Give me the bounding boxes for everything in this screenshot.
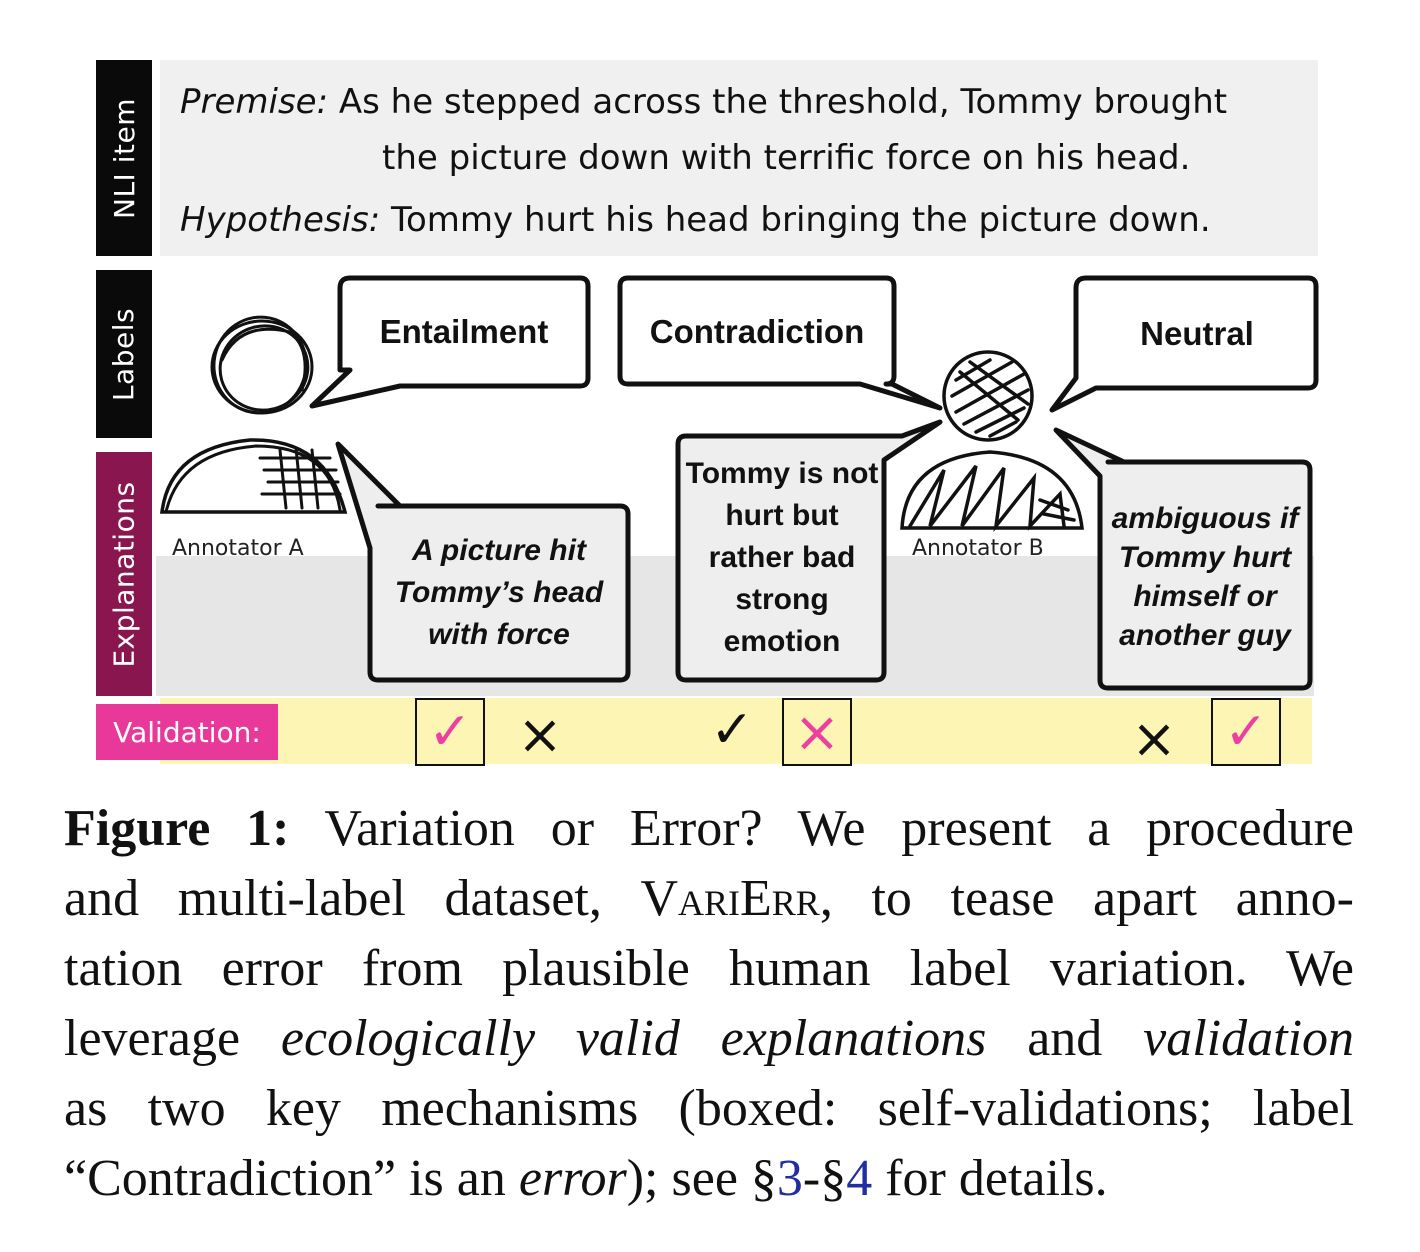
neutral-label-bubble xyxy=(1049,275,1319,413)
premise-line-2: the picture down with terrific force on … xyxy=(382,138,1191,178)
caption-line-2: and multi-label dataset, VariErr, to tea… xyxy=(64,870,1354,927)
check-mark-pink: ✓ xyxy=(1224,702,1268,762)
label-neutral: Neutral xyxy=(1140,315,1254,352)
annotator-b-name: Annotator B xyxy=(912,536,1044,561)
self-validation-box-contradiction: × xyxy=(782,698,852,766)
hypothesis-text: Tommy hurt his head bringing the picture… xyxy=(391,200,1211,240)
figure-caption: Figure 1: Variation or Error? We present… xyxy=(64,794,1354,1214)
caption-line-3: tation error from plausible human label … xyxy=(64,940,1354,997)
caption-line-1: Figure 1: Variation or Error? We present… xyxy=(64,800,1354,857)
nli-item-box xyxy=(160,60,1318,256)
hypothesis-tag: Hypothesis: xyxy=(180,200,381,240)
explanation-contradiction: Tommy is not hurt but rather bad strong … xyxy=(685,457,879,658)
self-validation-box-entailment: ✓ xyxy=(415,698,485,766)
explanation-neutral: ambiguous if Tommy hurt himself or anoth… xyxy=(1111,502,1299,652)
validation-label: Validation: xyxy=(96,704,278,760)
check-mark-a-contradiction: ✓ xyxy=(710,700,754,760)
side-label-explanations: Explanations xyxy=(96,452,152,696)
contradiction-label-bubble xyxy=(617,275,943,411)
neutral-explanation-bubble xyxy=(1053,427,1313,691)
explanation-entailment: A picture hit Tommy’s head with force xyxy=(394,534,604,651)
side-label-nli-item: NLI item xyxy=(96,60,152,256)
self-validation-box-neutral: ✓ xyxy=(1211,698,1281,766)
entailment-label-bubble xyxy=(309,275,591,409)
check-mark-pink: ✓ xyxy=(428,702,472,762)
cross-mark-a-neutral: × xyxy=(1131,706,1177,770)
premise-tag: Premise: xyxy=(180,82,329,122)
annotator-b-figure xyxy=(900,350,1084,533)
dataset-name: VariErr xyxy=(640,870,820,927)
label-entailment: Entailment xyxy=(379,313,549,350)
annotator-a-name: Annotator A xyxy=(172,536,304,561)
caption-line-5: as two key mechanisms (boxed: self-valid… xyxy=(64,1080,1354,1137)
premise-line-1: Premise: As he stepped across the thresh… xyxy=(180,82,1227,122)
cross-mark-b-entailment: × xyxy=(517,702,563,766)
contradiction-explanation-bubble xyxy=(675,419,943,683)
premise-text-1: As he stepped across the threshold, Tomm… xyxy=(338,82,1228,122)
hypothesis-line: Hypothesis: Tommy hurt his head bringing… xyxy=(180,200,1211,240)
validation-strip xyxy=(160,698,1312,764)
label-contradiction: Contradiction xyxy=(649,313,865,350)
section-ref-4[interactable]: 4 xyxy=(846,1150,873,1207)
figure-number: Figure 1: xyxy=(64,800,290,857)
caption-line-4: leverage ecologically valid explanations… xyxy=(64,1010,1355,1067)
caption-line-6: “Contradiction” is an error); see §3-§4 … xyxy=(64,1150,1108,1207)
cross-mark-pink: × xyxy=(793,699,841,765)
annotator-a-figure xyxy=(160,315,348,514)
side-label-labels: Labels xyxy=(96,270,152,438)
section-ref-3[interactable]: 3 xyxy=(776,1150,803,1207)
entailment-explanation-bubble xyxy=(335,441,631,683)
